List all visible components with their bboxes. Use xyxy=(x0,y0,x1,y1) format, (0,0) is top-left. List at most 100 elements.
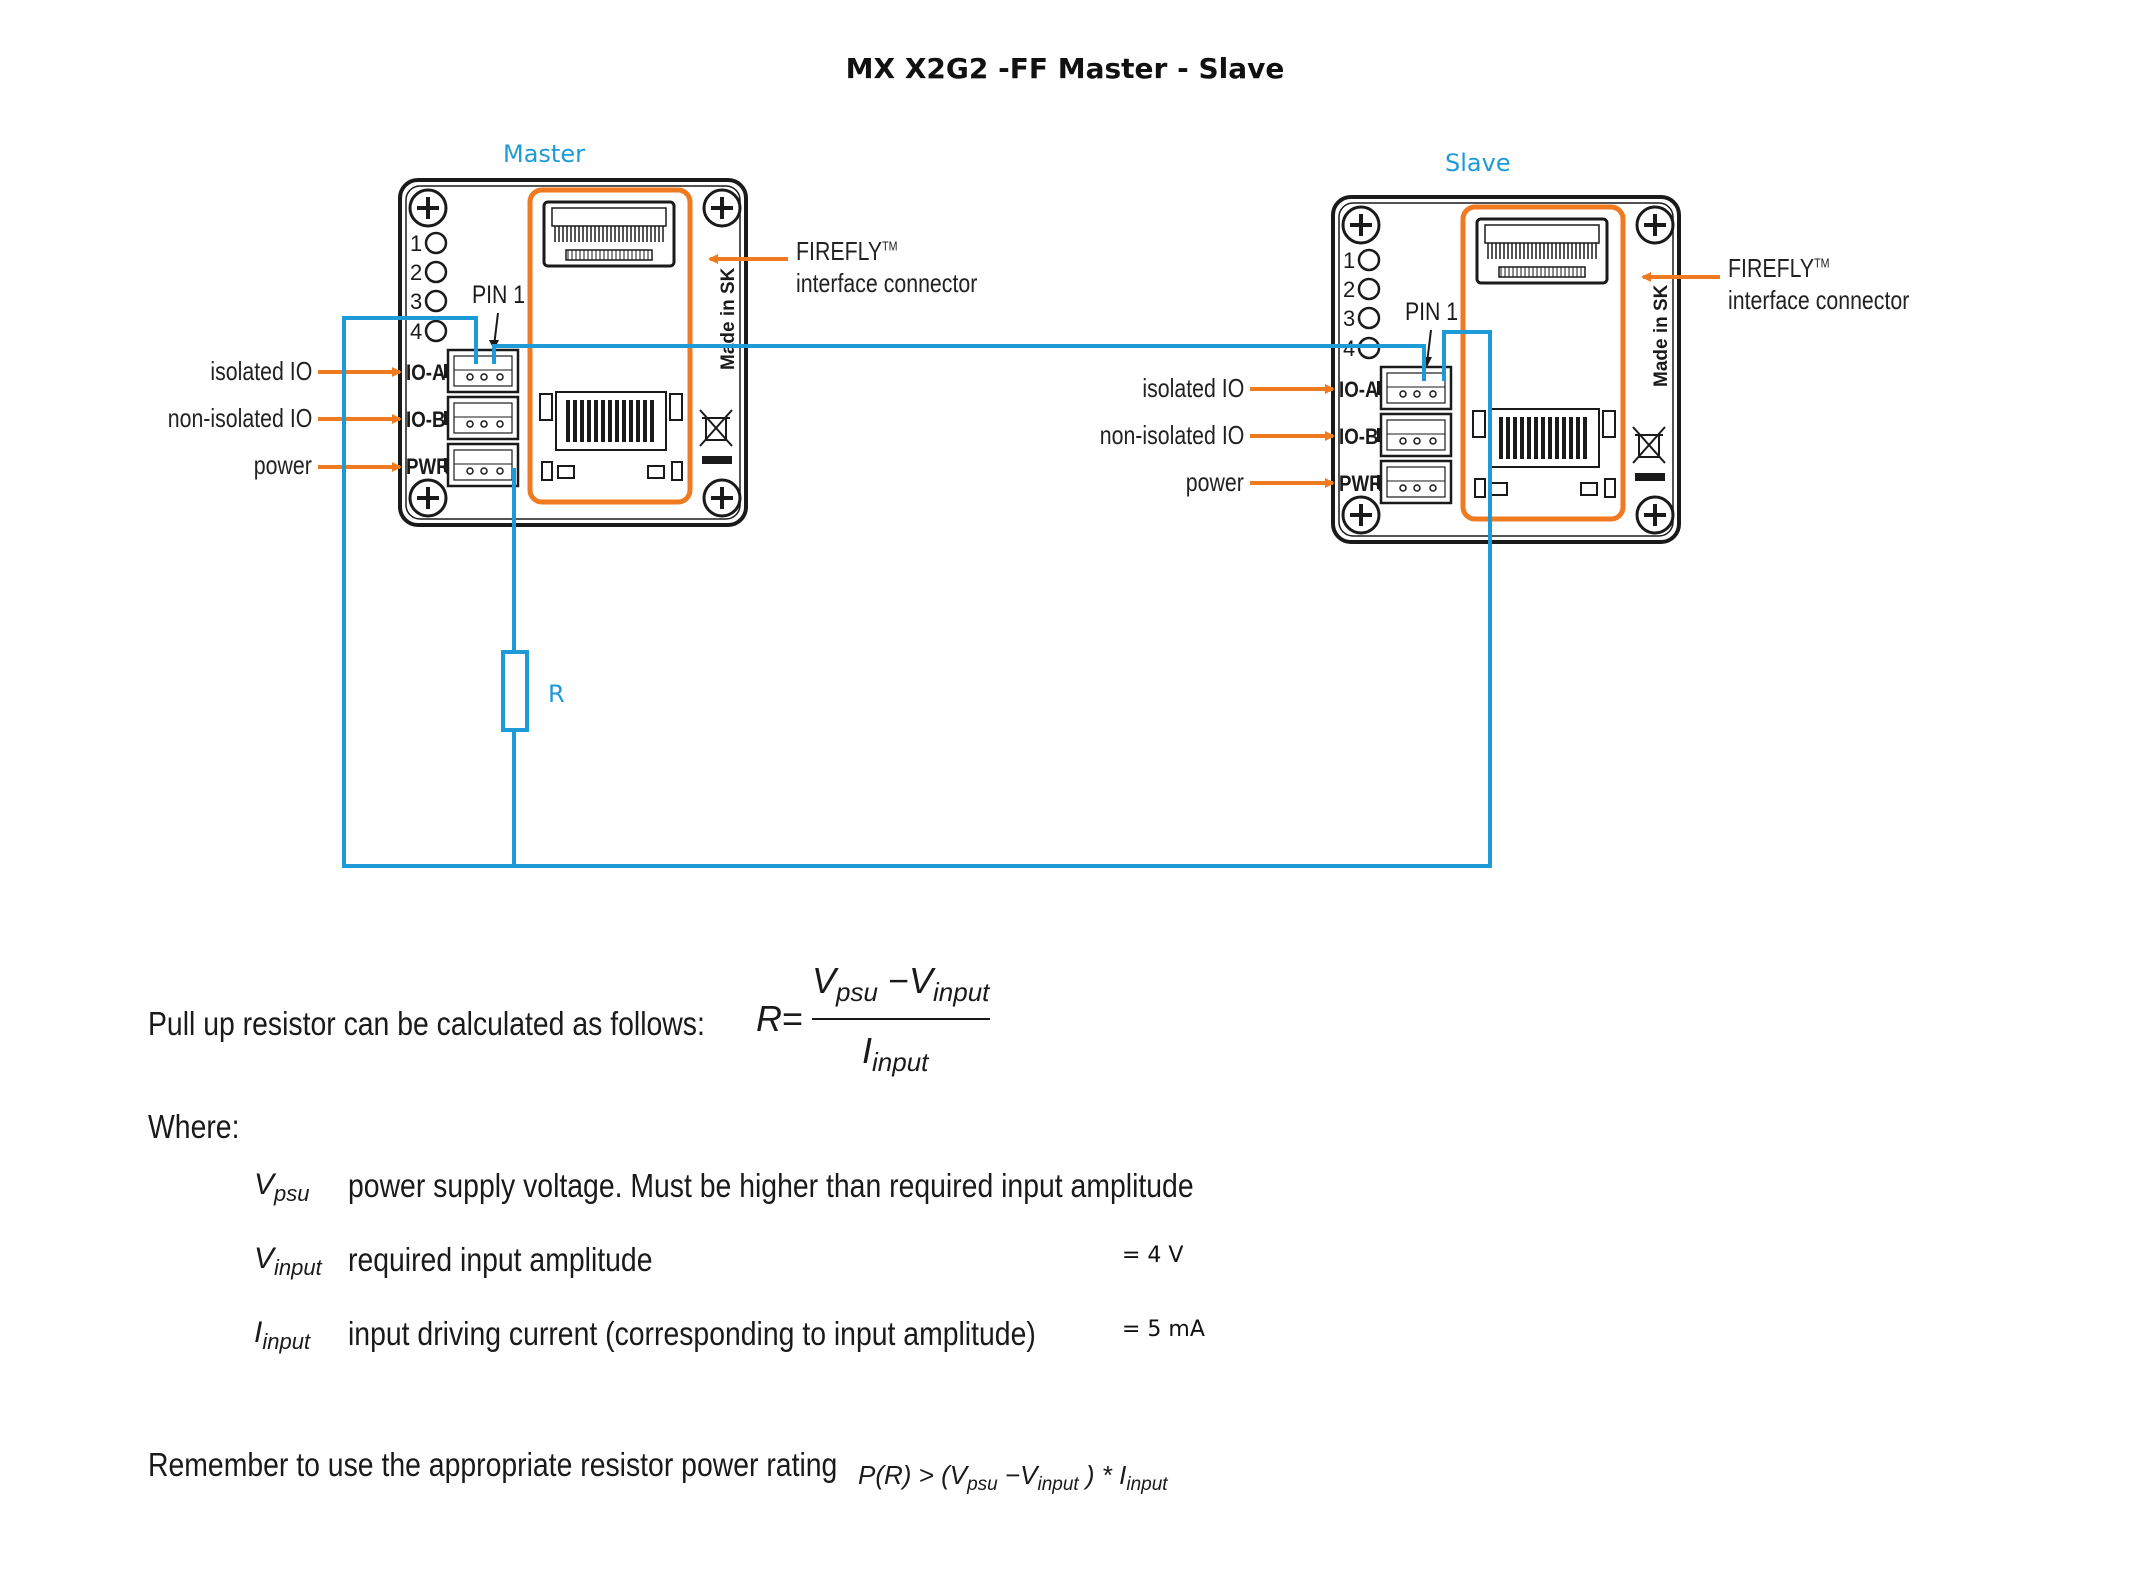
lower-connector-pin xyxy=(601,400,605,442)
def-iinput-text: input driving current (corresponding to … xyxy=(348,1315,1036,1352)
lower-connector-pin xyxy=(650,400,654,442)
led-number-3: 3 xyxy=(410,289,422,314)
port-pin xyxy=(480,467,488,475)
port-latch xyxy=(444,411,448,425)
formula-denominator: Iinput xyxy=(862,1030,929,1078)
port-latch xyxy=(1377,428,1381,442)
firefly-text: FIREFLY xyxy=(796,236,883,266)
port-label-pwr: PWR xyxy=(1339,473,1383,497)
port-pin xyxy=(1413,390,1421,398)
port-pin xyxy=(496,420,504,428)
lower-connector-pin xyxy=(1527,417,1531,459)
lower-connector-pin xyxy=(1548,417,1552,459)
led-number-4: 4 xyxy=(1343,336,1355,361)
led-indicator-icon xyxy=(1357,248,1381,272)
port-pin xyxy=(1399,390,1407,398)
lower-connector-clip xyxy=(669,393,683,421)
slave-connector-label: FIREFLYTM xyxy=(1728,253,1829,284)
port-pin xyxy=(496,467,504,475)
weee-bin-icon xyxy=(699,409,733,464)
master-label: Master xyxy=(503,140,585,168)
slave-input-arrows xyxy=(1250,272,1720,488)
led-indicator-icon xyxy=(424,260,448,284)
def-vinput-text: required input amplitude xyxy=(348,1241,653,1278)
lower-connector-pin xyxy=(1506,417,1510,459)
lower-connector-clip xyxy=(539,393,553,421)
lower-connector-clip xyxy=(1602,410,1616,438)
intro-text: Pull up resistor can be calculated as fo… xyxy=(148,1005,705,1042)
lower-connector-pin xyxy=(1513,417,1517,459)
pin1-label: PIN 1 xyxy=(472,280,525,308)
port-latch xyxy=(1377,381,1381,395)
bin-cross xyxy=(699,409,733,447)
port-pin xyxy=(1399,437,1407,445)
lower-connector-pin xyxy=(643,400,647,442)
formula-eq: = xyxy=(782,998,804,1039)
power-note: Remember to use the appropriate resistor… xyxy=(148,1446,838,1483)
lower-connector-pin xyxy=(1520,417,1524,459)
port-pin xyxy=(466,373,474,381)
lower-connector-pin xyxy=(594,400,598,442)
led-number-2: 2 xyxy=(410,260,422,285)
formula-numerator: Vpsu −Vinput xyxy=(812,960,990,1008)
lower-connector-pin xyxy=(1569,417,1573,459)
led-number-4: 4 xyxy=(410,319,422,344)
bin-cross xyxy=(1632,426,1666,464)
master-input-power: power xyxy=(253,450,312,480)
pad xyxy=(1580,482,1598,496)
led-number-1: 1 xyxy=(410,231,422,256)
def-vinput-value: = 4 V xyxy=(1122,1243,1184,1268)
lower-connector-pin xyxy=(1555,417,1559,459)
def-vpsu-symbol: Vpsu xyxy=(254,1168,310,1206)
def-iinput-value: = 5 mA xyxy=(1122,1317,1205,1342)
board-inner-outline xyxy=(405,185,741,520)
lower-connector-pin xyxy=(608,400,612,442)
port-label-io-b: IO-B xyxy=(406,409,445,433)
port-label-pwr: PWR xyxy=(406,456,450,480)
slave-input-non-isolated-io: non-isolated IO xyxy=(1099,420,1244,450)
def-vpsu-text: power supply voltage. Must be higher tha… xyxy=(348,1167,1194,1204)
lower-connector-pin xyxy=(566,400,570,442)
port-label-io-b: IO-B xyxy=(1339,426,1378,450)
trademark: TM xyxy=(1814,255,1830,271)
pad xyxy=(1474,478,1486,498)
port-label-io-a: IO-A xyxy=(1339,379,1379,403)
port-latch xyxy=(1377,475,1381,489)
led-indicator-icon xyxy=(1357,277,1381,301)
pad xyxy=(541,461,553,481)
lower-connector-pin xyxy=(629,400,633,442)
pad xyxy=(557,465,575,479)
lower-connector-clip xyxy=(1472,410,1486,438)
led-indicator-icon xyxy=(424,319,448,343)
port-pin xyxy=(1429,437,1437,445)
port-connector-inner xyxy=(453,402,513,434)
def-iinput-symbol: Iinput xyxy=(254,1316,311,1354)
port-pin xyxy=(1399,484,1407,492)
port-latch xyxy=(444,364,448,378)
firefly-text: FIREFLY xyxy=(1728,253,1815,283)
master-input-isolated-io: isolated IO xyxy=(210,356,312,386)
port-connector-inner xyxy=(1386,466,1446,498)
bin-bar xyxy=(702,456,732,464)
pad xyxy=(647,465,665,479)
lower-connector-pin xyxy=(1499,417,1503,459)
port-pin xyxy=(480,373,488,381)
master-input-arrows xyxy=(318,254,788,472)
lower-connector-pin xyxy=(636,400,640,442)
formula-lhs: R xyxy=(756,998,782,1039)
slave-label: Slave xyxy=(1445,149,1511,177)
lower-connector-pin xyxy=(1534,417,1538,459)
master-connector-label: FIREFLYTM xyxy=(796,236,897,267)
port-connector-inner xyxy=(453,355,513,387)
port-label-io-a: IO-A xyxy=(406,362,446,386)
lower-connector-pin xyxy=(622,400,626,442)
port-pin xyxy=(1429,390,1437,398)
made-in-label: Made in SK xyxy=(1651,284,1672,387)
slave-input-isolated-io: isolated IO xyxy=(1142,373,1244,403)
led-number-2: 2 xyxy=(1343,277,1355,302)
port-connector-inner xyxy=(1386,372,1446,404)
port-pin xyxy=(480,420,488,428)
